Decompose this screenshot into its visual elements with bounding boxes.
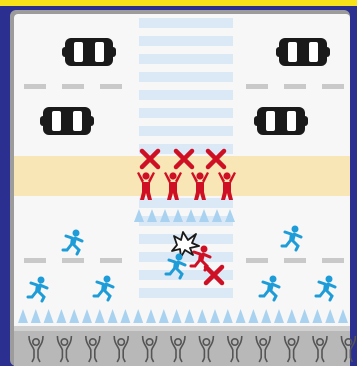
top-yellow-bar — [0, 0, 357, 6]
car-icon — [40, 107, 94, 135]
car-icon — [254, 107, 308, 135]
spectator-bar-edge — [14, 326, 350, 331]
car-icon — [62, 38, 116, 66]
car-icon — [276, 38, 330, 66]
